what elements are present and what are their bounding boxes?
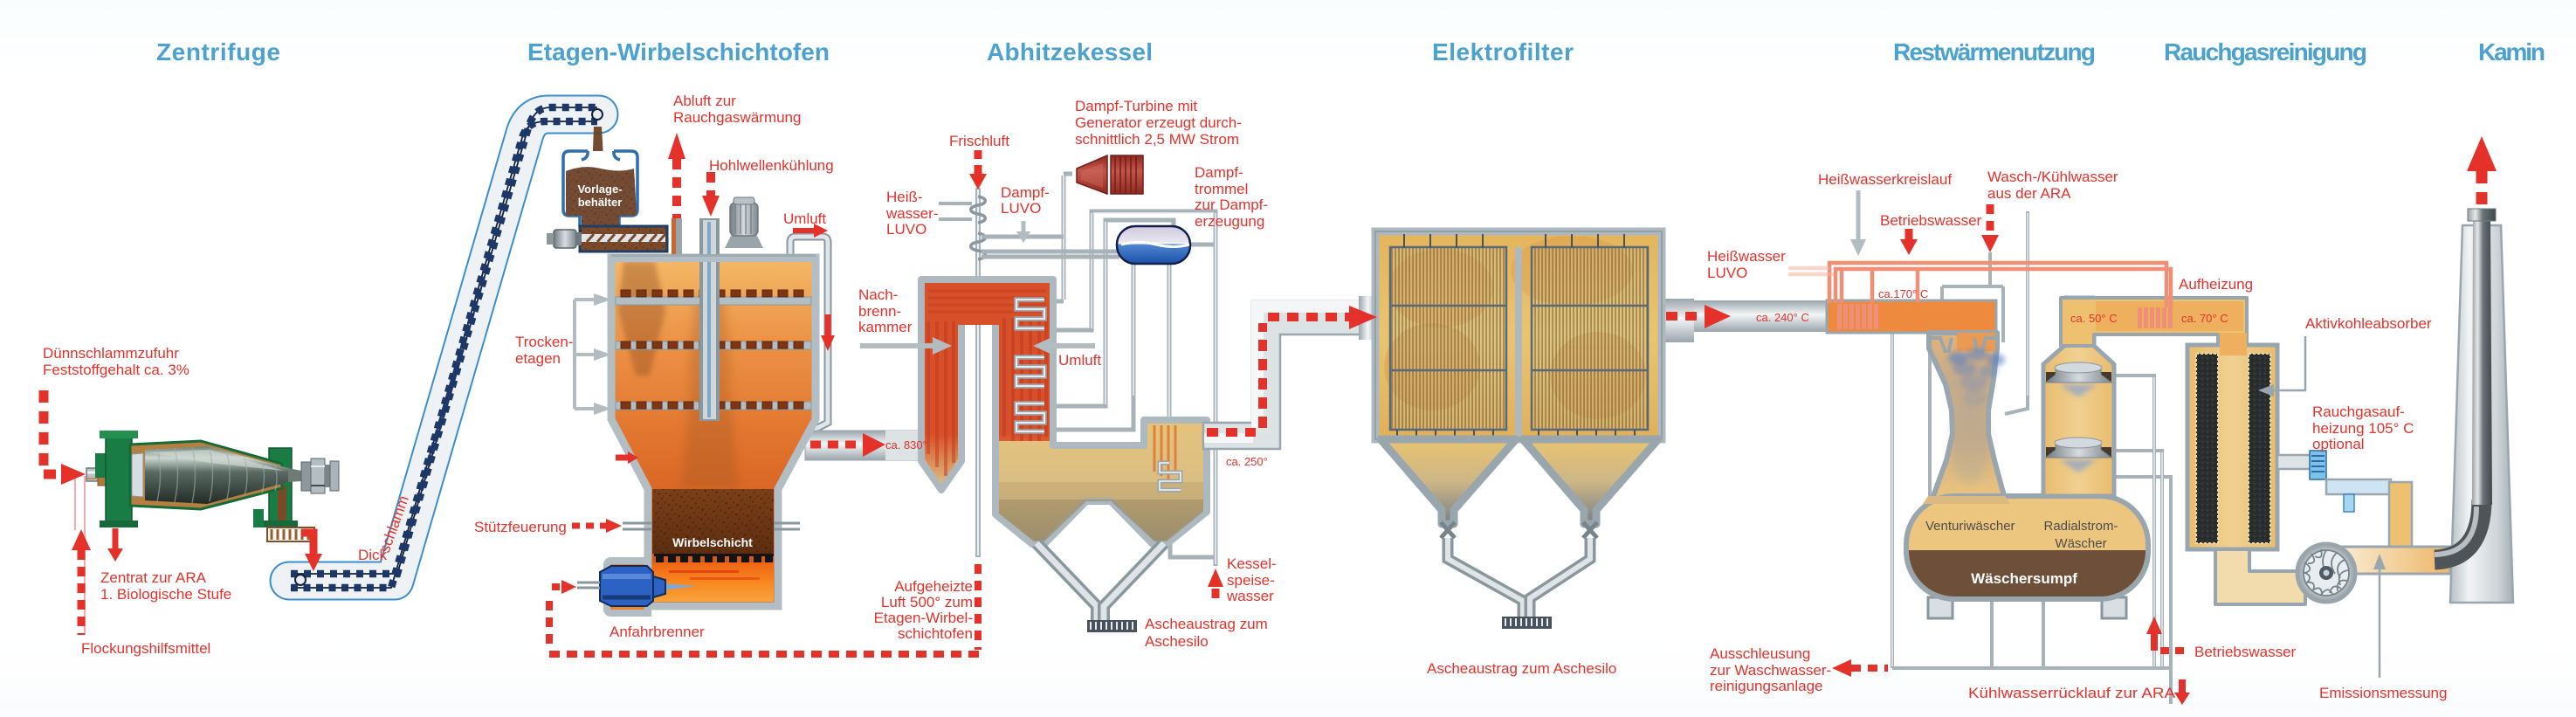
svg-text:Umluft: Umluft	[1058, 352, 1101, 369]
svg-text:LUVO: LUVO	[1707, 265, 1747, 281]
svg-text:Generator erzeugt durch-: Generator erzeugt durch-	[1075, 114, 1242, 131]
svg-text:Luft 500° zum: Luft 500° zum	[881, 594, 973, 610]
svg-text:aus der ARA: aus der ARA	[1987, 185, 2071, 202]
svg-text:Wäscher: Wäscher	[2055, 536, 2106, 551]
svg-text:Restwärmenutzung: Restwärmenutzung	[1893, 38, 2096, 65]
svg-text:Anfahrbrenner: Anfahrbrenner	[610, 624, 705, 640]
svg-text:optional: optional	[2312, 436, 2365, 452]
svg-text:schnittlich 2,5 MW Strom: schnittlich 2,5 MW Strom	[1075, 131, 1239, 148]
svg-text:schichtofen: schichtofen	[898, 625, 973, 642]
svg-text:Kessel-: Kessel-	[1227, 555, 1277, 572]
svg-text:zur Waschwasser-: zur Waschwasser-	[1710, 662, 1831, 679]
svg-text:Dampf-: Dampf-	[1195, 164, 1243, 181]
svg-text:Abhitzekessel: Abhitzekessel	[987, 38, 1153, 65]
svg-text:Betriebswasser: Betriebswasser	[1880, 212, 1982, 229]
svg-text:LUVO: LUVO	[1001, 200, 1041, 217]
svg-text:trommel: trommel	[1195, 181, 1248, 197]
svg-text:etagen: etagen	[515, 350, 561, 367]
svg-text:brenn-: brenn-	[858, 303, 901, 320]
svg-text:Heißwasserkreislauf: Heißwasserkreislauf	[1818, 171, 1952, 188]
svg-text:Dünnschlammzufuhr: Dünnschlammzufuhr	[43, 345, 179, 362]
svg-text:wasser-: wasser-	[885, 205, 939, 222]
svg-text:Trocken-: Trocken-	[515, 334, 573, 350]
svg-text:Dampf-Turbine mit: Dampf-Turbine mit	[1075, 98, 1197, 114]
svg-text:kammer: kammer	[858, 319, 913, 335]
svg-text:Rauchgaswärmung: Rauchgaswärmung	[673, 109, 801, 126]
svg-text:Aktivkohleabsorber: Aktivkohleabsorber	[2305, 315, 2432, 332]
svg-text:Feststoffgehalt ca. 3%: Feststoffgehalt ca. 3%	[43, 362, 189, 378]
svg-text:behälter: behälter	[578, 196, 623, 209]
svg-text:Vorlage-: Vorlage-	[577, 183, 622, 196]
svg-text:Emissionsmessung: Emissionsmessung	[2319, 685, 2447, 701]
svg-text:erzeugung: erzeugung	[1195, 213, 1264, 230]
svg-text:ca. 250°: ca. 250°	[1226, 455, 1268, 468]
svg-text:ca.170° C: ca.170° C	[1878, 287, 1928, 300]
svg-text:LUVO: LUVO	[886, 221, 926, 238]
svg-text:Wäschersumpf: Wäschersumpf	[1971, 570, 2077, 587]
svg-text:Aufgeheizte: Aufgeheizte	[894, 578, 973, 595]
svg-text:Stützfeuerung: Stützfeuerung	[474, 519, 567, 535]
svg-text:Ausschleusung: Ausschleusung	[1710, 645, 1810, 662]
svg-text:Betriebswasser: Betriebswasser	[2194, 644, 2297, 660]
svg-text:Frischluft: Frischluft	[949, 133, 1009, 149]
svg-text:Etagen-Wirbel-: Etagen-Wirbel-	[874, 610, 973, 626]
svg-text:Wasch-/Kühlwasser: Wasch-/Kühlwasser	[1987, 169, 2118, 185]
svg-text:Abluft zur: Abluft zur	[673, 93, 736, 109]
svg-text:Dampf-: Dampf-	[1001, 184, 1050, 201]
svg-text:Hohlwellenkühlung: Hohlwellenkühlung	[709, 157, 834, 174]
svg-text:Heiß-: Heiß-	[886, 189, 923, 205]
svg-text:Venturiwäscher: Venturiwäscher	[1925, 519, 2015, 534]
svg-text:speise-: speise-	[1227, 572, 1275, 589]
svg-text:Radialstrom-: Radialstrom-	[2043, 519, 2118, 534]
svg-text:Ascheaustrag zum: Ascheaustrag zum	[1145, 616, 1268, 632]
svg-text:Dick: Dick	[358, 547, 388, 563]
svg-text:Etagen-Wirbelschichtofen: Etagen-Wirbelschichtofen	[527, 38, 830, 65]
svg-text:wasser: wasser	[1226, 588, 1274, 604]
svg-text:zur Dampf-: zur Dampf-	[1195, 196, 1268, 213]
svg-text:Rauchgasreinigung: Rauchgasreinigung	[2164, 38, 2367, 65]
svg-text:Elektrofilter: Elektrofilter	[1432, 38, 1574, 65]
svg-text:Zentrifuge: Zentrifuge	[156, 38, 280, 65]
svg-text:Aschesilo: Aschesilo	[1145, 633, 1209, 650]
svg-text:heizung 105° C: heizung 105° C	[2312, 420, 2414, 437]
svg-text:Heißwasser: Heißwasser	[1707, 248, 1786, 265]
svg-text:Aufheizung: Aufheizung	[2179, 276, 2253, 293]
svg-text:ca. 830°: ca. 830°	[885, 438, 927, 452]
svg-text:ca. 240° C: ca. 240° C	[1756, 311, 1809, 324]
svg-text:reinigungsanlage: reinigungsanlage	[1710, 678, 1823, 694]
svg-text:ca. 70° C: ca. 70° C	[2181, 312, 2228, 325]
svg-text:ca. 50° C: ca. 50° C	[2070, 312, 2118, 325]
svg-text:Kühlwasserrücklauf zur ARA: Kühlwasserrücklauf zur ARA	[1968, 685, 2176, 701]
svg-text:Flockungshilfsmittel: Flockungshilfsmittel	[81, 640, 210, 657]
svg-text:Wirbelschicht: Wirbelschicht	[672, 535, 753, 549]
svg-text:Kamin: Kamin	[2478, 38, 2545, 65]
svg-text:Nach-: Nach-	[858, 286, 898, 303]
svg-text:Umluft: Umluft	[783, 210, 826, 227]
svg-text:Ascheaustrag zum Aschesilo: Ascheaustrag zum Aschesilo	[1427, 660, 1616, 677]
svg-text:1. Biologische Stufe: 1. Biologische Stufe	[100, 586, 231, 603]
svg-text:Zentrat zur ARA: Zentrat zur ARA	[100, 569, 207, 586]
svg-text:Rauchgasauf-: Rauchgasauf-	[2312, 403, 2405, 420]
